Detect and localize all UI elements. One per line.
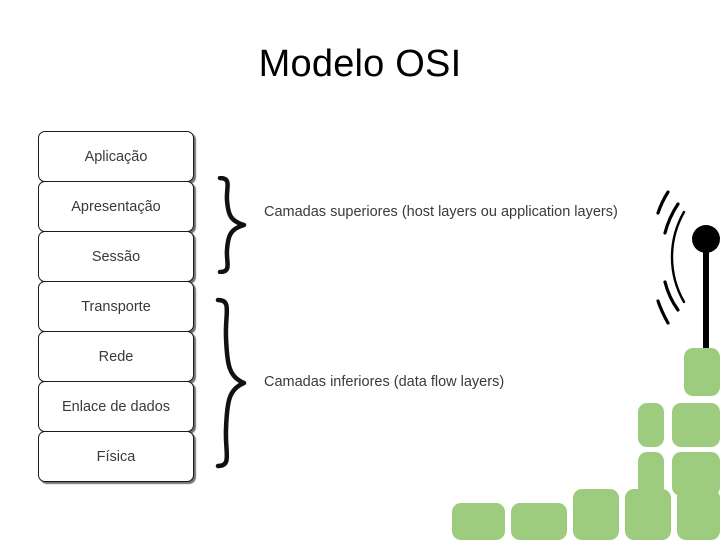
green-tile <box>684 348 720 396</box>
layer-box-apresentacao[interactable]: Apresentação <box>38 181 194 232</box>
layer-label: Aplicação <box>84 148 148 165</box>
layer-box-transporte[interactable]: Transporte <box>38 281 194 332</box>
page-title: Modelo OSI <box>258 43 462 85</box>
green-tile <box>677 489 720 540</box>
green-tile <box>672 403 720 447</box>
layer-label: Física <box>96 448 136 465</box>
green-tile <box>573 489 619 540</box>
layer-label: Enlace de dados <box>61 398 171 415</box>
layer-box-enlace-de-dados[interactable]: Enlace de dados <box>38 381 194 432</box>
osi-layer-stack: Aplicação Apresentação Sessão Transporte… <box>38 131 194 482</box>
green-tile <box>638 452 664 496</box>
green-tile <box>672 452 720 496</box>
curly-brace-upper-icon <box>212 176 248 274</box>
caption-upper-layers: Camadas superiores (host layers ou appli… <box>264 204 618 220</box>
green-tile <box>638 403 664 447</box>
layer-box-aplicacao[interactable]: Aplicação <box>38 131 194 182</box>
caption-lower-layers: Camadas inferiores (data flow layers) <box>264 374 505 390</box>
layer-box-fisica[interactable]: Física <box>38 431 194 482</box>
layer-box-sessao[interactable]: Sessão <box>38 231 194 282</box>
green-tile <box>511 503 567 540</box>
green-tile <box>452 503 505 540</box>
curly-brace-lower-icon <box>210 297 248 469</box>
antenna-transmitter-icon <box>648 182 720 350</box>
layer-label: Transporte <box>81 298 151 315</box>
green-tile <box>625 489 671 540</box>
layer-box-rede[interactable]: Rede <box>38 331 194 382</box>
layer-label: Rede <box>98 348 134 365</box>
layer-label: Sessão <box>91 248 141 265</box>
layer-label: Apresentação <box>71 198 161 215</box>
